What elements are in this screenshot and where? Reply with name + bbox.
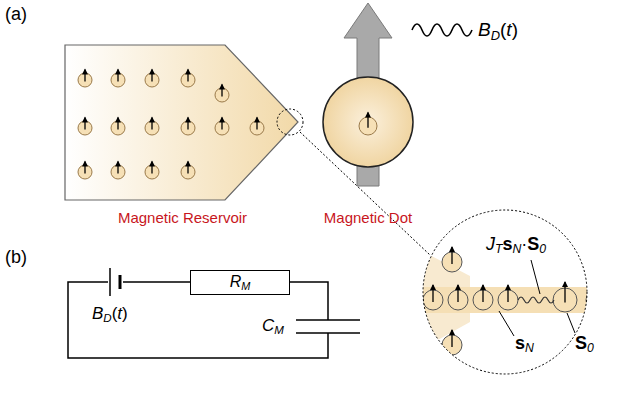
- battery-symbol: [119, 275, 122, 289]
- spin-arrowhead: [149, 161, 155, 167]
- spin-arrowhead: [562, 281, 568, 287]
- spin-arrowhead: [430, 284, 436, 290]
- spin-arrowhead: [185, 117, 191, 123]
- dot-circle: [323, 77, 413, 167]
- spin-arrowhead: [449, 246, 455, 252]
- spin-name: S0: [575, 333, 594, 355]
- dot-illustration: [303, 0, 433, 228]
- capacitor-symbol: [296, 332, 360, 334]
- exchange-coupling: [518, 297, 554, 303]
- spin-arrowhead: [82, 161, 88, 167]
- spin-arrowhead: [115, 161, 121, 167]
- spin-arrowhead: [82, 117, 88, 123]
- spin-name: sN: [515, 333, 534, 355]
- source-name: BD(t): [92, 304, 128, 326]
- magnetic-dot: Magnetic Dot: [303, 0, 433, 228]
- resistor-box: RM: [190, 270, 290, 295]
- spin-arrowhead: [480, 284, 486, 290]
- spin-arrowhead: [219, 117, 225, 123]
- spin-arrowhead: [115, 69, 121, 75]
- reservoir-body: [65, 45, 298, 200]
- capacitor-name: CM: [262, 316, 284, 338]
- spin-arrowhead: [219, 84, 225, 90]
- spin-arrowhead: [449, 329, 455, 335]
- field-wave: [412, 24, 472, 36]
- battery-symbol: [109, 268, 111, 296]
- part-name: Magnetic Dot: [324, 209, 412, 228]
- spin-arrowhead: [185, 161, 191, 167]
- capacitor-symbol: [296, 319, 360, 321]
- panel-letter: (a): [5, 4, 27, 25]
- spin-arrowhead: [185, 69, 191, 75]
- reservoir-outline: [60, 40, 305, 228]
- spin-arrowhead: [115, 117, 121, 123]
- spin-arrowhead: [365, 112, 371, 118]
- leader-line: [499, 311, 514, 336]
- spin-arrowhead: [149, 117, 155, 123]
- inset-circle: [423, 210, 587, 374]
- reservoir-shape: Magnetic Reservoir: [60, 40, 305, 228]
- spin-arrowhead: [505, 284, 511, 290]
- signal-name: BD(t): [478, 19, 518, 43]
- spin-arrowhead: [595, 281, 601, 287]
- part-name: Magnetic Reservoir: [118, 209, 247, 228]
- spin-arrowhead: [82, 69, 88, 75]
- component-label: RM: [230, 273, 251, 293]
- panel-letter: (b): [5, 247, 27, 268]
- leader-line: [531, 260, 540, 294]
- spin-arrowhead: [455, 284, 461, 290]
- spin-arrowhead: [254, 117, 260, 123]
- spin-arrowhead: [149, 69, 155, 75]
- spin: [586, 288, 610, 312]
- leader-line: [567, 313, 575, 333]
- coupling-term: JTsN·S0: [486, 234, 546, 256]
- zoom-circle: [277, 109, 303, 135]
- spin-arrow: [597, 282, 598, 302]
